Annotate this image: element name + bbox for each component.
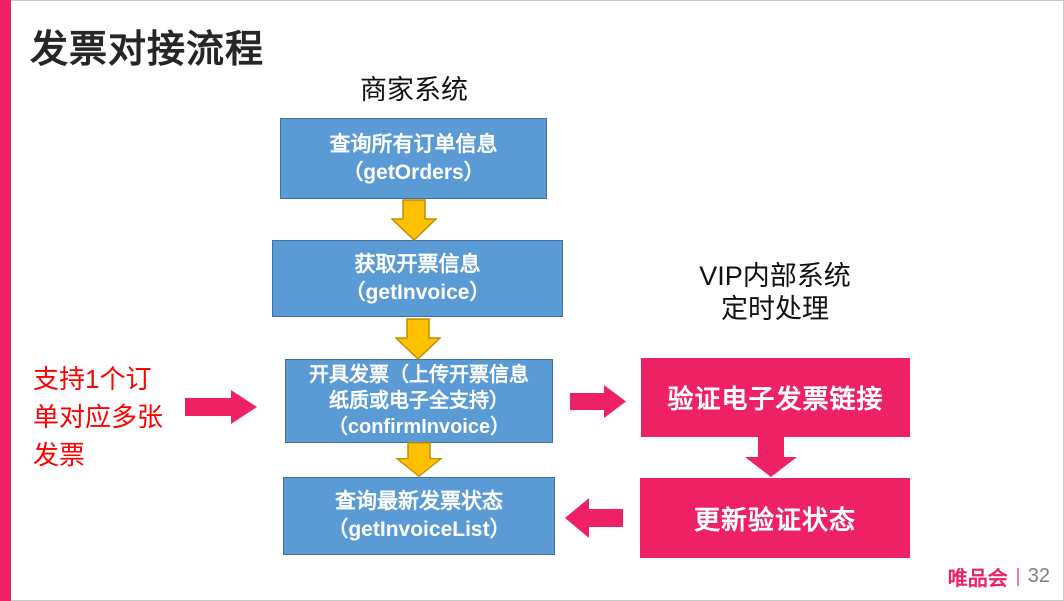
flow-step-update-verification-status: 更新验证状态 <box>640 478 910 558</box>
step-line: （getOrders） <box>342 160 485 184</box>
down-arrow-icon <box>396 442 442 477</box>
page-number: 32 <box>1027 565 1050 587</box>
footer-divider <box>1016 567 1019 586</box>
left-arrow-icon <box>565 498 623 538</box>
merchant-system-label: 商家系统 <box>360 75 468 105</box>
step-line: （getInvoice） <box>344 280 491 304</box>
flow-step-query-latest-invoice-status: 查询最新发票状态 （getInvoiceList） <box>283 477 555 555</box>
vip-system-label-line2: 定时处理 <box>721 294 829 324</box>
step-line: 获取开票信息 <box>354 252 481 276</box>
side-note: 支持1个订 单对应多张 发票 <box>33 360 213 474</box>
step-line: 查询最新发票状态 <box>335 490 503 513</box>
step-line: 验证电子发票链接 <box>667 384 884 414</box>
down-arrow-icon <box>391 199 437 241</box>
step-line: （getInvoiceList） <box>327 518 511 541</box>
step-line: 开具发票（上传开票信息 <box>309 364 529 386</box>
side-note-line: 支持1个订 <box>33 364 152 394</box>
flow-step-query-all-orders: 查询所有订单信息 （getOrders） <box>280 118 547 199</box>
side-note-line: 单对应多张 <box>33 402 164 432</box>
accent-bar <box>0 0 11 601</box>
page-title: 发票对接流程 <box>30 29 265 71</box>
step-line: 更新验证状态 <box>693 504 856 535</box>
flow-step-get-invoice-info: 获取开票信息 （getInvoice） <box>272 240 563 317</box>
step-line: 纸质或电子全支持） <box>329 390 509 412</box>
flow-step-verify-einvoice-link: 验证电子发票链接 <box>641 358 910 437</box>
vip-system-label: VIP内部系统 定时处理 <box>640 260 910 326</box>
down-arrow-icon <box>395 318 441 360</box>
step-line: 查询所有订单信息 <box>329 132 498 156</box>
vip-system-label-line1: VIP内部系统 <box>699 261 851 291</box>
down-arrow-icon <box>745 437 797 477</box>
flow-step-issue-invoice: 开具发票（上传开票信息 纸质或电子全支持） （confirmInvoice） <box>285 359 553 443</box>
step-line: （confirmInvoice） <box>327 416 511 438</box>
brand-logo: 唯品会 <box>947 568 1008 590</box>
right-arrow-icon <box>185 390 257 424</box>
slide-footer: 唯品会 32 <box>948 562 1050 591</box>
side-note-line: 发票 <box>33 440 86 470</box>
right-arrow-icon <box>570 385 626 418</box>
